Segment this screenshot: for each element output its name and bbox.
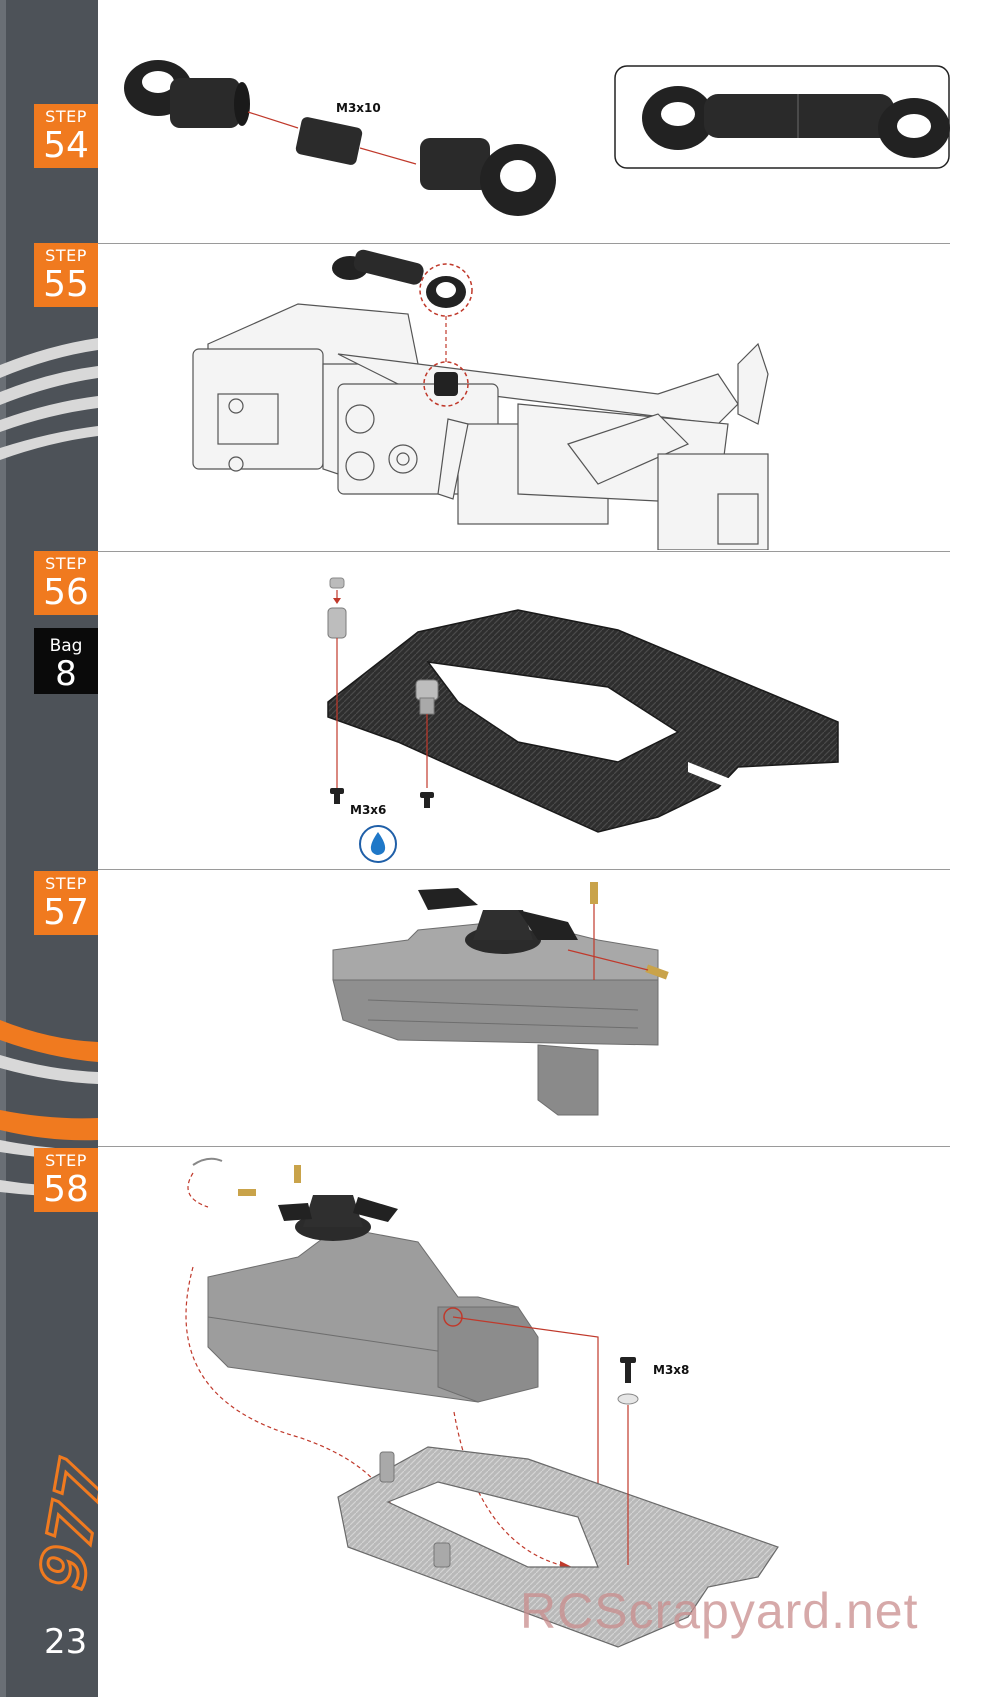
carbon-plate	[337, 1446, 779, 1648]
step-number: 55	[43, 264, 89, 305]
threadlock-icon	[359, 825, 397, 863]
part-label-m3x8: M3x8	[653, 1363, 689, 1377]
step55-figure	[192, 249, 769, 550]
step56-figure: M3x6	[327, 577, 839, 863]
step-label: STEP	[45, 246, 87, 265]
bag-badge: Bag 8	[34, 628, 98, 694]
step-number: 57	[43, 892, 89, 933]
threaded-spacer	[295, 117, 363, 165]
dashed-guide	[453, 1411, 569, 1568]
servo-horn-link	[332, 249, 466, 308]
step-label: STEP	[45, 554, 87, 573]
divider	[98, 551, 950, 552]
part-label-m3x6: M3x6	[350, 803, 386, 817]
assembly-line	[247, 111, 299, 129]
step58-figure: M3x8	[185, 1157, 779, 1648]
ball-end-left	[124, 60, 250, 128]
watermark: RCScrapyard.net	[520, 1583, 919, 1639]
fuel-tank-assembly	[207, 1165, 539, 1403]
assembly-line	[359, 147, 417, 165]
retaining-clip	[192, 1157, 223, 1166]
step-number: 56	[43, 572, 89, 613]
assembled-link	[642, 86, 950, 158]
step-badge-54: STEP 54	[34, 104, 98, 168]
sidebar-edge	[0, 0, 6, 1697]
ball-end-right	[420, 138, 556, 216]
highlight-circle	[419, 263, 473, 317]
step-badge-57: STEP 57	[34, 871, 98, 935]
fuel-nipples	[590, 882, 669, 980]
part-label-m3x10: M3x10	[336, 101, 381, 115]
step-label: STEP	[45, 874, 87, 893]
step-label: STEP	[45, 107, 87, 126]
sidebar: STEP 54 STEP 55 STEP 56 Bag 8 STEP 57 ST…	[0, 0, 98, 1697]
step-label: STEP	[45, 1151, 87, 1170]
step-number: 54	[43, 125, 89, 166]
fuel-cap	[418, 888, 578, 954]
bag-number: 8	[55, 654, 77, 694]
screw-m3x8	[617, 1357, 639, 1405]
step-badge-58: STEP 58	[34, 1148, 98, 1212]
screws-m3x6	[330, 788, 434, 808]
dashed-guide	[185, 1172, 399, 1528]
chassis-line-drawing	[192, 303, 769, 550]
step-badge-55: STEP 55	[34, 243, 98, 307]
step57-figure	[332, 882, 669, 1116]
spacer-posts	[327, 577, 439, 715]
logo-text: 977	[25, 1454, 98, 1595]
step-number: 58	[43, 1169, 89, 1210]
spacer-post	[379, 1451, 395, 1483]
bag-label: Bag	[49, 636, 83, 656]
assembly-line	[567, 949, 649, 971]
logo-977: 977	[23, 1452, 98, 1596]
step-badge-56: STEP 56	[34, 551, 98, 615]
divider	[98, 869, 950, 870]
page-number: 23	[44, 1622, 88, 1662]
spacer-post	[433, 1542, 451, 1568]
divider	[98, 243, 950, 244]
ball-stud	[434, 372, 458, 396]
divider	[98, 1146, 950, 1147]
carbon-plate	[327, 609, 839, 833]
step54-figure: M3x10	[124, 60, 950, 216]
highlight-circle	[423, 361, 469, 407]
plate-slot	[688, 762, 738, 792]
